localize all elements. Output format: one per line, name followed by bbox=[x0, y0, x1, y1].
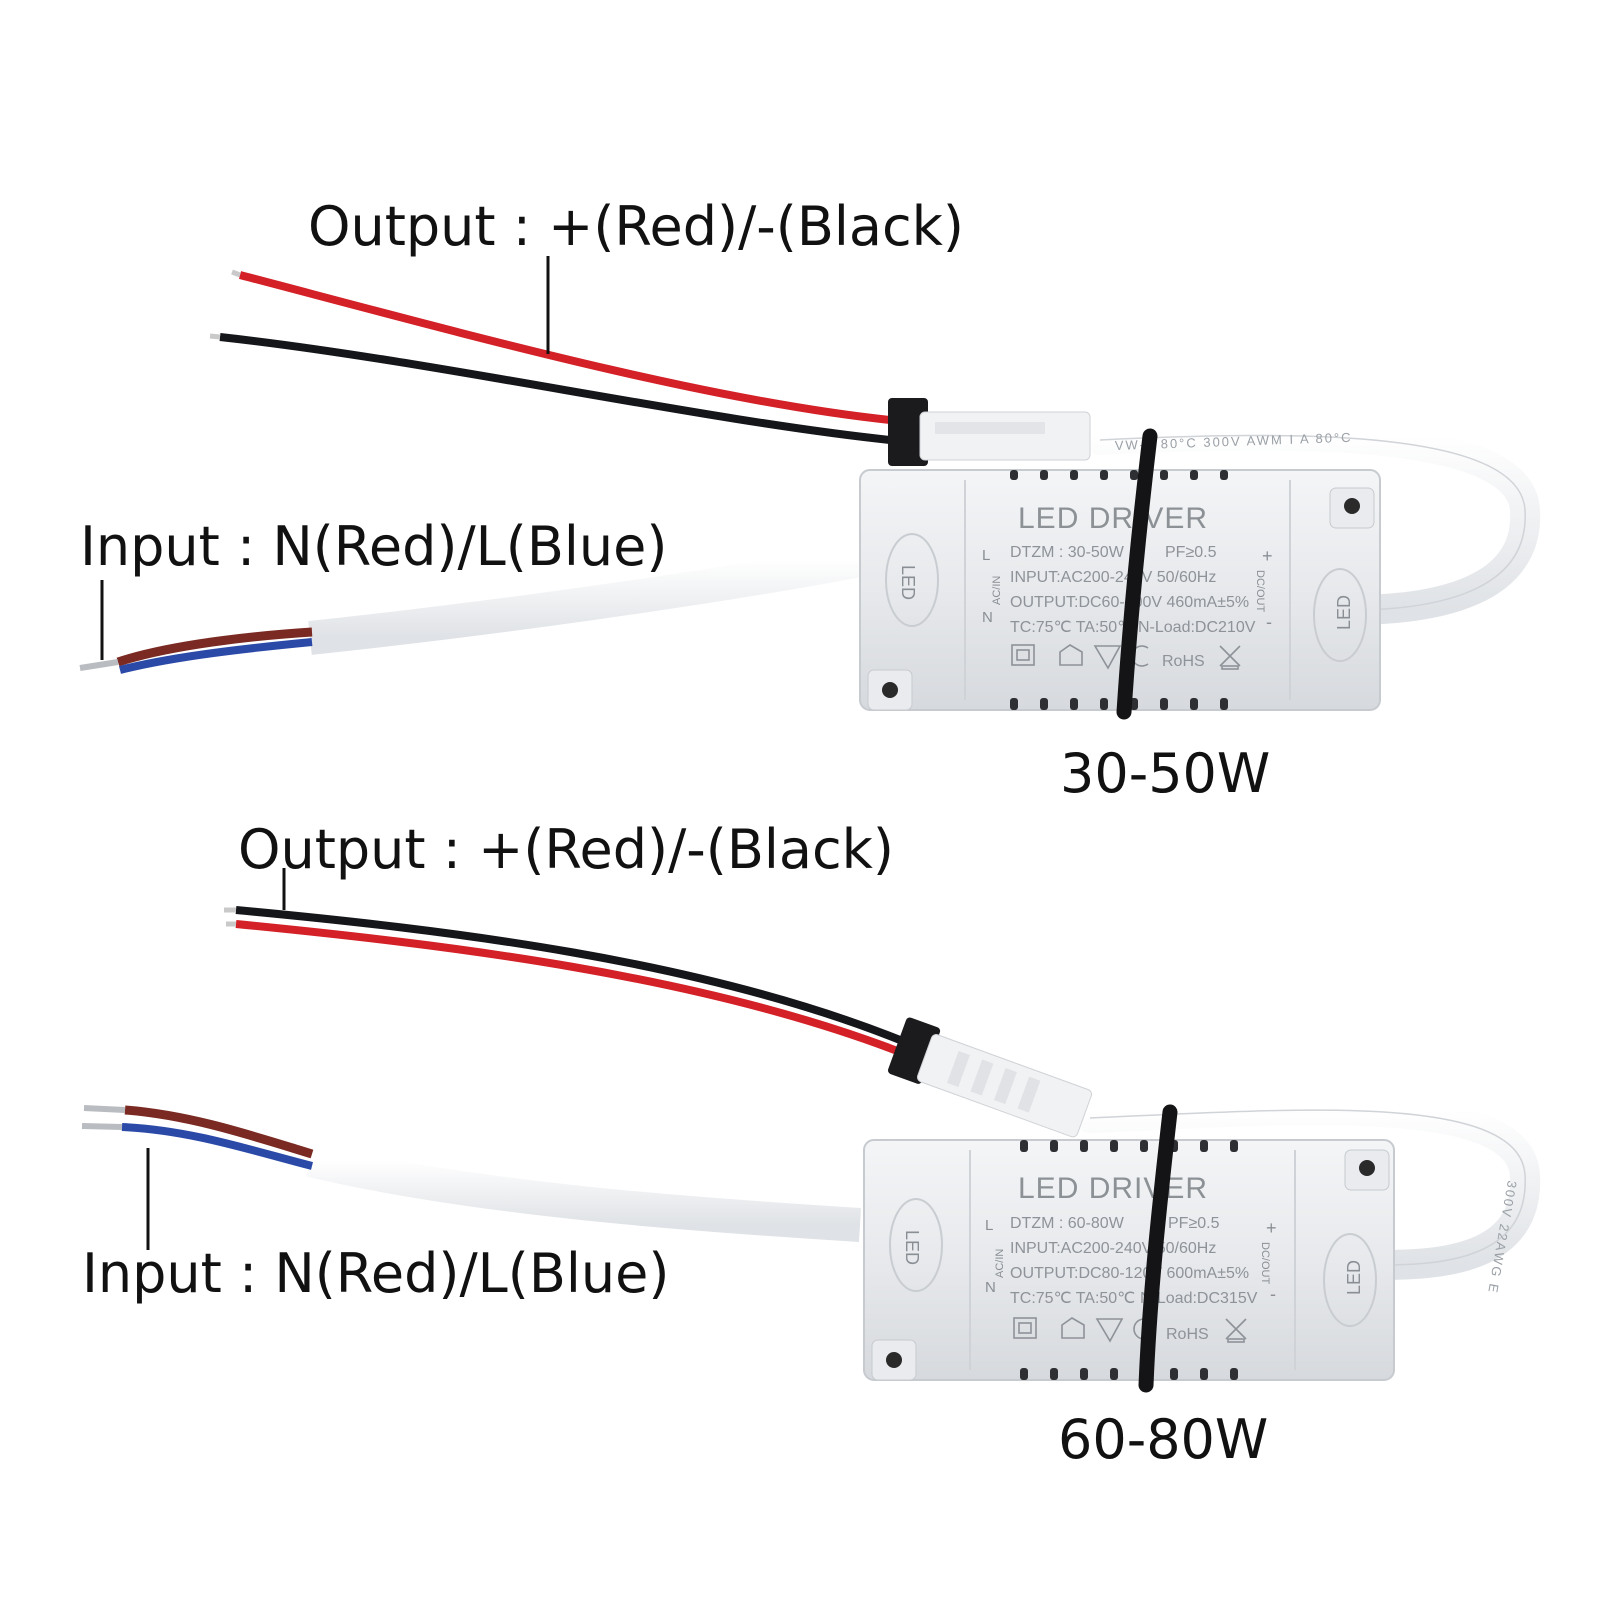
ac-in-mark: AC/IN bbox=[994, 1249, 1006, 1278]
input-cable bbox=[306, 1143, 862, 1242]
input-wire-blue bbox=[121, 1123, 313, 1170]
driver-title: LED DRIVER bbox=[1018, 1172, 1208, 1205]
driver-temps: TC:75℃ TA:50℃ bbox=[1010, 619, 1135, 636]
output-wire-black bbox=[219, 333, 891, 444]
plus-mark: + bbox=[1262, 546, 1273, 566]
driver-output: OUTPUT:DC80-120V 600mA±5% bbox=[1010, 1265, 1249, 1282]
driver-noload: N-Load:DC315V bbox=[1140, 1290, 1258, 1307]
input-label: Input : N(Red)/L(Blue) bbox=[82, 1242, 669, 1305]
n-mark: N bbox=[982, 609, 993, 626]
driver-model: DTZM : 60-80W bbox=[1010, 1215, 1125, 1232]
driver-input: INPUT:AC200-240V 50/60Hz bbox=[1010, 569, 1216, 586]
driver-pf: PF≥0.5 bbox=[1165, 544, 1217, 561]
plus-mark: + bbox=[1266, 1218, 1277, 1238]
led-logo-right: LED bbox=[1334, 595, 1354, 630]
output-connector bbox=[888, 398, 1091, 466]
driver-unit-30-50w: VW-1 80°C 300V AWM I A 80°C bbox=[79, 195, 1541, 805]
driver-noload: N-Load:DC210V bbox=[1138, 619, 1256, 636]
output-wire-red bbox=[238, 271, 891, 424]
driver-model: DTZM : 30-50W bbox=[1010, 544, 1125, 561]
driver-case: LED LED LED DRIVER DTZM : 60-80W PF≥0.5 … bbox=[863, 1139, 1395, 1381]
output-wire-red bbox=[235, 920, 902, 1056]
l-mark: L bbox=[982, 547, 990, 564]
driver-title: LED DRIVER bbox=[1018, 502, 1208, 535]
input-cable bbox=[308, 543, 864, 655]
minus-mark: - bbox=[1266, 612, 1272, 632]
cable-tie bbox=[1138, 1104, 1178, 1393]
ac-in-mark: AC/IN bbox=[991, 576, 1003, 605]
rohs-mark: RoHS bbox=[1162, 653, 1205, 670]
input-wire-brown bbox=[124, 1105, 314, 1159]
output-label: Output : +(Red)/-(Black) bbox=[238, 818, 894, 881]
dc-out-mark: DC/OUT bbox=[1254, 570, 1266, 612]
rohs-mark: RoHS bbox=[1166, 1326, 1209, 1343]
vent-slots bbox=[1010, 470, 1228, 710]
wattage-label: 30-50W bbox=[1060, 742, 1270, 805]
driver-unit-60-80w: 300V 22AWG E bbox=[81, 818, 1541, 1471]
n-mark: N bbox=[985, 1279, 996, 1296]
input-wire-blue bbox=[119, 638, 313, 674]
dc-out-mark: DC/OUT bbox=[1259, 1242, 1271, 1284]
minus-mark: - bbox=[1270, 1284, 1276, 1304]
output-connector bbox=[888, 1017, 1093, 1138]
cable-tie bbox=[1116, 428, 1158, 720]
driver-temps: TC:75℃ TA:50℃ bbox=[1010, 1290, 1135, 1307]
wattage-label: 60-80W bbox=[1058, 1408, 1268, 1471]
output-label: Output : +(Red)/-(Black) bbox=[308, 195, 964, 258]
led-logo-left: LED bbox=[902, 1230, 922, 1265]
l-mark: L bbox=[985, 1217, 993, 1234]
input-wire-brown bbox=[116, 627, 313, 667]
input-label: Input : N(Red)/L(Blue) bbox=[80, 515, 667, 578]
output-wire-black bbox=[235, 906, 902, 1044]
driver-input: INPUT:AC200-240V 50/60Hz bbox=[1010, 1240, 1216, 1257]
driver-pf: PF≥0.5 bbox=[1168, 1215, 1220, 1232]
led-logo-right: LED bbox=[1344, 1260, 1364, 1295]
led-logo-left: LED bbox=[898, 565, 918, 600]
